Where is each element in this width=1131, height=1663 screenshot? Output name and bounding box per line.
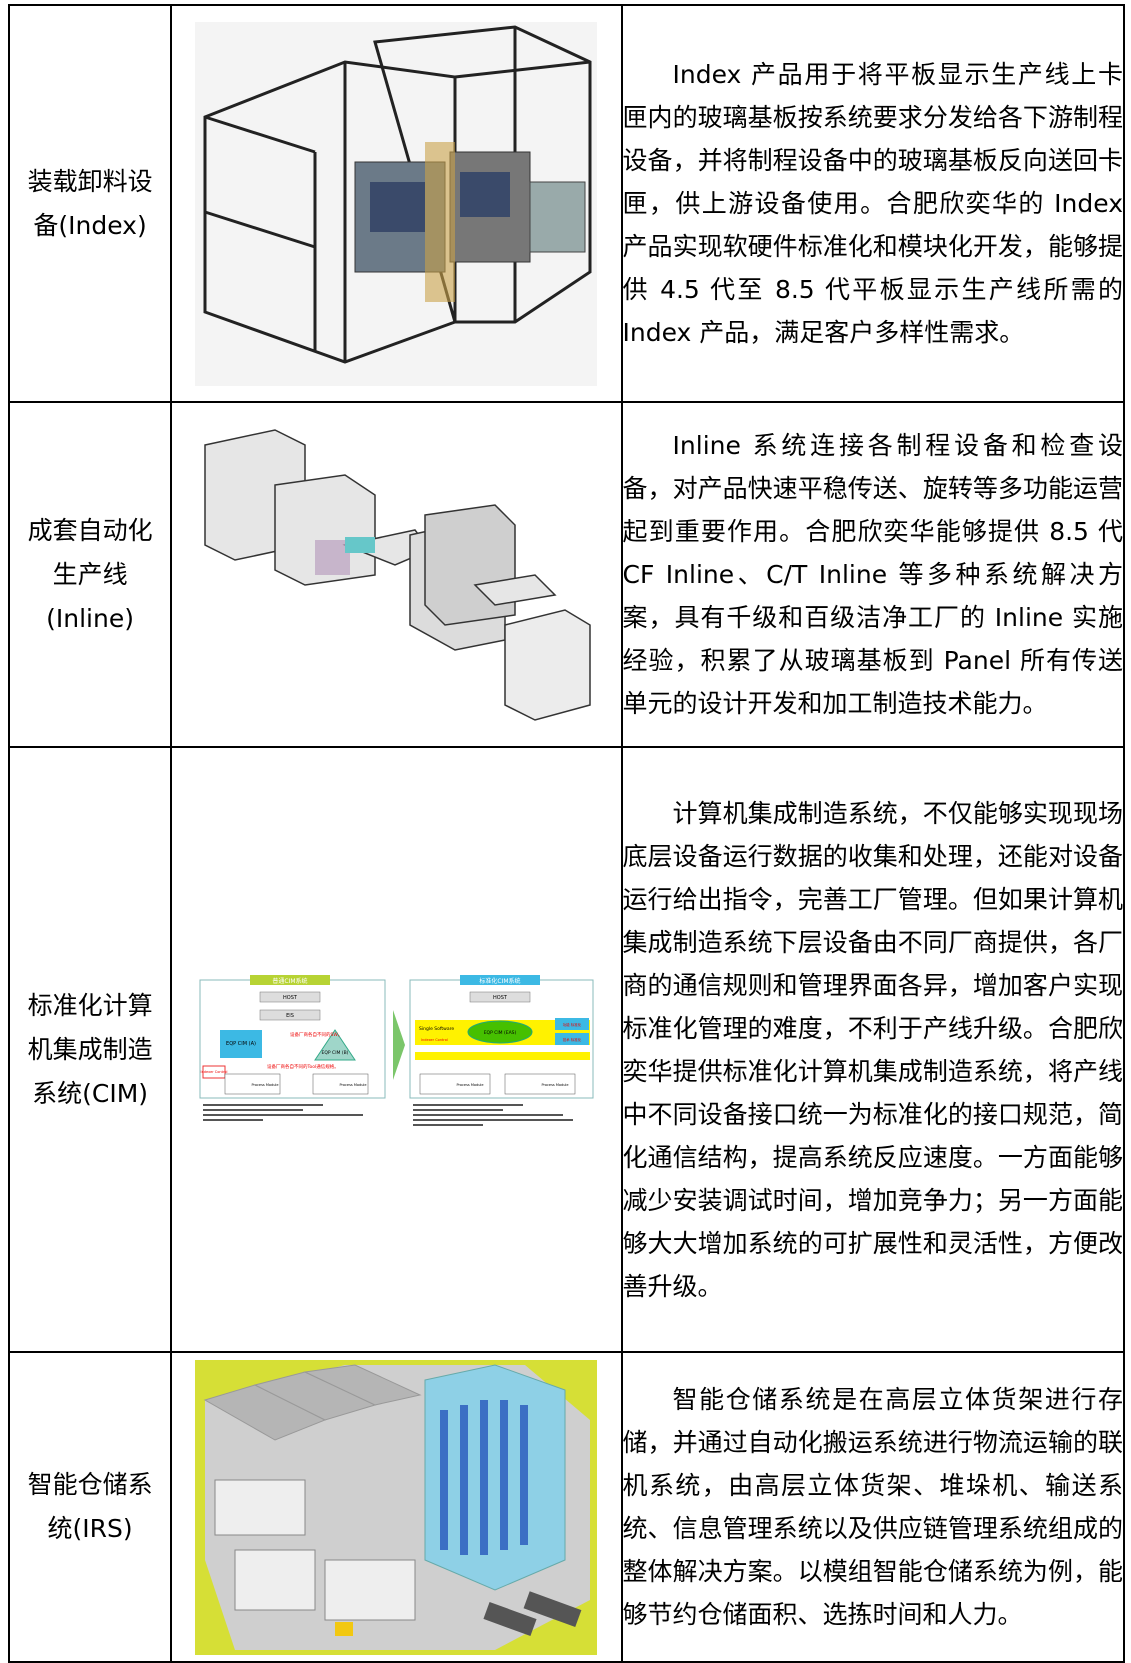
cim-diagram-image: 普通CIM系统 HOST EIS EQP CIM (A) EQP CIM (B)… (195, 969, 598, 1130)
row-name-cell: 智能仓储系 统(IRS) (7, 1351, 173, 1663)
name-line: (Inline) (46, 603, 134, 633)
table-row: 装载卸料设 备(Index) (7, 4, 1126, 403)
name-line: 统(IRS) (47, 1514, 133, 1543)
cim-single-software: Single Software (419, 1026, 454, 1032)
image-cell (170, 1351, 623, 1663)
name-line: 装载卸料设 (27, 166, 153, 196)
product-table: 装载卸料设 备(Index) (7, 4, 1126, 1663)
cim-indexer-right: Indexer Control (421, 1038, 448, 1042)
description-cell: 计算机集成制造系统，不仅能够实现现场底层设备运行数据的收集和处理，还能对设备运行… (620, 746, 1126, 1353)
cim-eqp-a: EQP CIM (A) (226, 1041, 256, 1047)
image-cell: 普通CIM系统 HOST EIS EQP CIM (A) EQP CIM (B)… (170, 746, 623, 1353)
table-row: 标准化计算 机集成制造 系统(CIM) 普通CIM系统 HOST EIS EQP… (7, 746, 1126, 1353)
name-line: 机集成制造 (27, 1034, 153, 1064)
description-cell: 智能仓储系统是在高层立体货架进行存储，并通过自动化搬运系统进行物流运输的联机系统… (620, 1351, 1126, 1663)
name-line: 备(Index) (33, 210, 147, 240)
image-cell (170, 4, 623, 403)
cim-host-right: HOST (493, 995, 508, 1001)
cim-eis: EIS (286, 1013, 294, 1019)
cim-pm-1: Process Module (252, 1083, 279, 1087)
cim-note-tool: 设备厂商各自不同的Tool通信规格。 (267, 1063, 339, 1070)
name-line: 系统(CIM) (32, 1078, 149, 1108)
image-cell (170, 401, 623, 748)
name-line: 标准化计算 (27, 990, 153, 1020)
table-row: 智能仓储系 统(IRS) (7, 1351, 1126, 1663)
description-cell: Inline 系统连接各制程设备和检查设备，对产品快速平稳传送、旋转等多功能运营… (620, 401, 1126, 748)
cim-std2: 技术 标准化 (563, 1037, 582, 1042)
cim-eqp-b: EQP CIM (B) (322, 1050, 349, 1056)
cim-pm-2: Process Module (340, 1083, 367, 1087)
table-row: 成套自动化 生产线 (Inline) Inline 系统连接各制程 (7, 401, 1126, 748)
cim-indexer-left: Indexer Control (201, 1070, 228, 1074)
row-name-cell: 装载卸料设 备(Index) (7, 4, 173, 403)
inline-line-image (195, 424, 598, 725)
cim-eqp-eas: EQP CIM (EAS) (484, 1030, 517, 1036)
cim-host: HOST (283, 995, 298, 1001)
index-equipment-image (195, 21, 598, 386)
name-line: 生产线 (52, 559, 128, 589)
description-cell: Index 产品用于将平板显示生产线上卡匣内的玻璃基板按系统要求分发给各下游制程… (620, 4, 1126, 403)
warehouse-image (195, 1359, 598, 1655)
name-line: 智能仓储系 (27, 1470, 153, 1499)
cim-note-sw: 设备厂商各自不同的SW。 (290, 1031, 342, 1038)
name-line: 成套自动化 (27, 515, 153, 545)
cim-pm-4: Process Module (542, 1083, 569, 1087)
cim-pm-3: Process Module (457, 1083, 484, 1087)
row-name-cell: 成套自动化 生产线 (Inline) (7, 401, 173, 748)
cim-std1: 功能 标准化 (563, 1022, 582, 1027)
cim-left-title: 普通CIM系统 (273, 977, 308, 985)
row-name-cell: 标准化计算 机集成制造 系统(CIM) (7, 746, 173, 1353)
cim-right-title: 标准化CIM系统 (480, 977, 521, 985)
